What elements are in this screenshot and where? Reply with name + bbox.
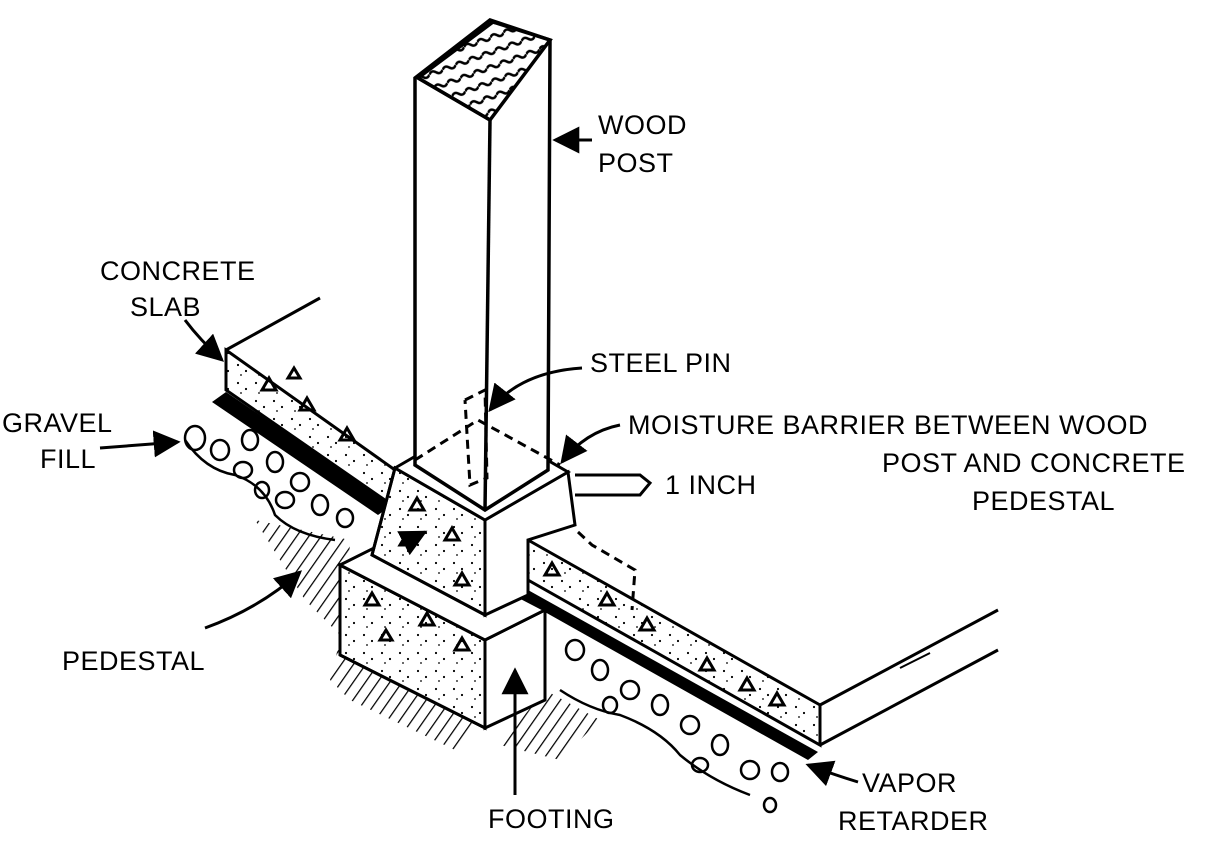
- leaders: [99, 126, 859, 795]
- label-moisture-barrier: MOISTURE BARRIER BETWEEN WOOD POST AND C…: [628, 410, 1186, 516]
- label-wood-post-line1: WOOD: [598, 110, 687, 140]
- label-footing: FOOTING: [488, 804, 615, 834]
- ground-right: [500, 690, 600, 760]
- label-vapor-retarder-line2: RETARDER: [838, 806, 989, 836]
- label-one-inch: 1 INCH: [665, 470, 757, 500]
- concrete-slab-left: [224, 296, 397, 508]
- vapor-retarder-left: [212, 392, 392, 515]
- label-pedestal: PEDESTAL: [62, 646, 205, 676]
- ground-left: [255, 520, 350, 640]
- steel-pin: [414, 387, 561, 488]
- label-moisture-barrier-line1: MOISTURE BARRIER BETWEEN WOOD: [628, 410, 1148, 440]
- concrete-slab-right: [526, 537, 999, 748]
- label-wood-post-line2: POST: [598, 148, 674, 178]
- label-concrete-slab-line1: CONCRETE: [100, 256, 256, 286]
- label-vapor-retarder-line1: VAPOR: [862, 768, 957, 798]
- vapor-retarder-right: [520, 590, 818, 760]
- label-concrete-slab: CONCRETE SLAB: [100, 256, 256, 322]
- wood-post: [413, 18, 553, 513]
- label-moisture-barrier-line2: POST AND CONCRETE: [882, 448, 1186, 478]
- label-gravel-fill-line1: GRAVEL: [2, 408, 113, 438]
- label-vapor-retarder: VAPOR RETARDER: [838, 768, 989, 836]
- label-wood-post: WOOD POST: [598, 110, 687, 178]
- label-steel-pin: STEEL PIN: [590, 348, 732, 378]
- gravel-fill-right: [559, 638, 790, 814]
- label-gravel-fill-line2: FILL: [40, 444, 96, 474]
- label-concrete-slab-line2: SLAB: [130, 292, 201, 322]
- label-gravel-fill: GRAVEL FILL: [2, 408, 113, 474]
- label-moisture-barrier-line3: PEDESTAL: [972, 486, 1115, 516]
